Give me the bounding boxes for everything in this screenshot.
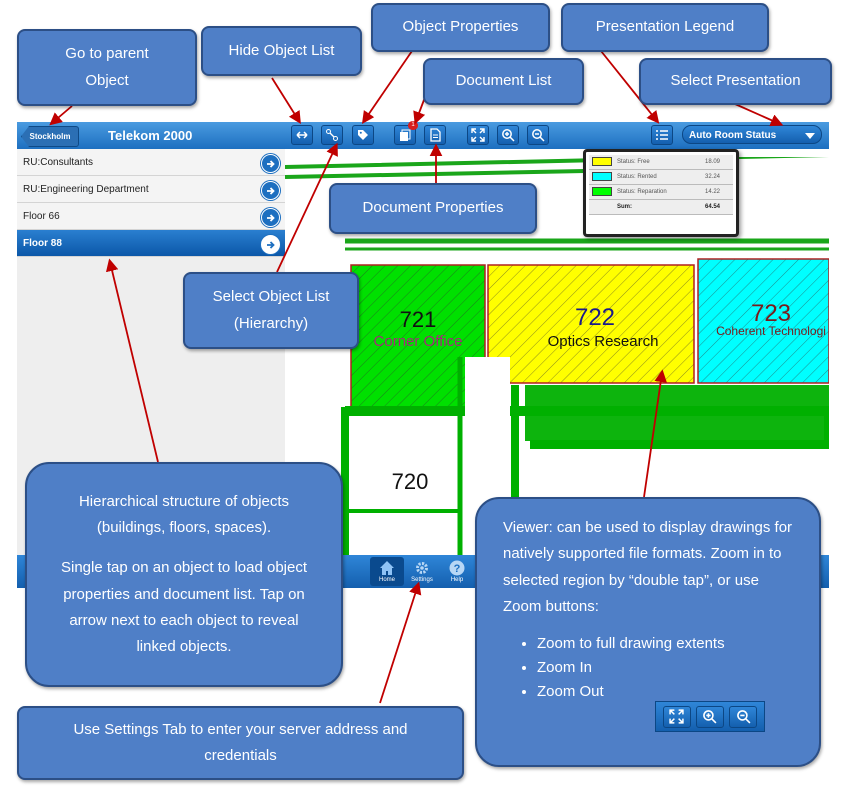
tab-label: Settings [411, 577, 433, 583]
legend-swatch [592, 172, 612, 181]
document-properties-button[interactable] [424, 125, 446, 145]
document-list-button[interactable]: 1 [394, 121, 418, 145]
callout-text: Viewer: can be used to display drawings … [503, 519, 793, 615]
legend-value: 18.09 [705, 159, 721, 165]
zoom-out-button[interactable] [729, 705, 758, 728]
zoom-out-button[interactable] [527, 125, 549, 145]
object-properties-button[interactable] [352, 125, 374, 145]
arrow-right-icon [266, 159, 275, 168]
home-icon [380, 561, 394, 575]
presentation-select[interactable]: Auto Room Status [682, 125, 822, 144]
legend-label: Sum: [617, 204, 632, 210]
object-title: Telekom 2000 [108, 128, 193, 143]
presentation-legend-button[interactable] [651, 125, 673, 145]
list-item-label: RU:Engineering Department [23, 184, 149, 195]
svg-text:?: ? [454, 563, 461, 575]
document-count-badge: 1 [408, 121, 418, 130]
legend-value: 32.24 [705, 174, 721, 180]
callout-text: Single tap on an object to load object p… [60, 559, 307, 655]
room-name: Optics Research [548, 333, 659, 350]
legend-swatch [592, 157, 612, 166]
expand-icon [669, 709, 684, 724]
callout-bullet: Zoom In [537, 656, 725, 680]
tab-label: Home [378, 577, 395, 583]
legend-sum-row: Sum: 64.54 [589, 200, 733, 215]
legend-label: Status: Rented [617, 174, 657, 180]
room-name: Coherent Technologi [716, 324, 826, 338]
callout-text: Hierarchical structure of objects (build… [78, 492, 290, 536]
room-number: 720 [392, 469, 429, 494]
room-name: Corner Office [374, 333, 463, 350]
zoom-in-icon [703, 710, 717, 724]
callout-hierarchy: Hierarchical structure of objects (build… [25, 462, 343, 687]
list-item[interactable]: RU:Consultants [17, 149, 285, 176]
callout-viewer: Viewer: can be used to display drawings … [475, 497, 821, 767]
gear-icon [416, 562, 428, 574]
list-item[interactable]: RU:Engineering Department [17, 176, 285, 203]
hierarchy-icon [326, 129, 338, 141]
hide-object-list-button[interactable] [291, 125, 313, 145]
parent-object-button[interactable]: Stockholm [21, 126, 79, 147]
presentation-legend: Status: Free 18.09 Status: Rented 32.24 … [583, 149, 739, 237]
legend-row: Status: Free 18.09 [589, 155, 733, 170]
room-number: 723 [751, 300, 791, 327]
callout-document-list: Document List [423, 58, 584, 105]
room-number: 721 [400, 307, 437, 332]
chevron-down-icon [805, 133, 815, 139]
legend-swatch [592, 187, 612, 196]
zoom-out-icon [736, 710, 751, 724]
presentation-select-value: Auto Room Status [689, 130, 777, 141]
callout-select-presentation: Select Presentation [639, 58, 832, 105]
zoom-buttons-illustration [655, 701, 765, 732]
list-item-selected[interactable]: Floor 88 [17, 230, 285, 257]
legend-value: 14.22 [705, 189, 721, 195]
callout-select-object-list: Select Object List (Hierarchy) [183, 272, 359, 349]
legend-label: Status: Reparation [617, 189, 667, 195]
list-item-label: Floor 66 [23, 211, 60, 222]
list-icon [656, 130, 668, 140]
callout-bullet: Zoom Out [537, 680, 725, 704]
list-item[interactable]: Floor 66 [17, 203, 285, 230]
tab-label: Help [450, 577, 464, 583]
expand-icon [471, 128, 485, 142]
document-icon [430, 128, 441, 142]
reveal-linked-button[interactable] [261, 235, 280, 254]
zoom-extents-button[interactable] [467, 125, 489, 145]
callout-settings: Use Settings Tab to enter your server ad… [17, 706, 464, 780]
room-number: 722 [575, 304, 615, 331]
zoom-extents-button[interactable] [662, 705, 691, 728]
legend-row: Status: Reparation 14.22 [589, 185, 733, 200]
legend-label: Status: Free [617, 159, 650, 165]
arrow-right-icon [266, 213, 275, 222]
reveal-linked-button[interactable] [261, 181, 280, 200]
callout-document-properties: Document Properties [329, 183, 537, 234]
zoom-in-button[interactable] [497, 125, 519, 145]
zoom-in-button[interactable] [695, 705, 724, 728]
reveal-linked-button[interactable] [261, 154, 280, 173]
reveal-linked-button[interactable] [261, 208, 280, 227]
list-item-label: Floor 88 [23, 238, 62, 249]
callout-parent-object: Go to parent Object [17, 29, 197, 106]
callout-hide-object-list: Hide Object List [201, 26, 362, 76]
callout-presentation-legend: Presentation Legend [561, 3, 769, 52]
zoom-in-icon [502, 129, 515, 142]
list-item-label: RU:Consultants [23, 157, 94, 168]
callout-bullet: Zoom to full drawing extents [537, 632, 725, 656]
callout-object-properties: Object Properties [371, 3, 550, 52]
arrow-right-icon [266, 240, 275, 249]
legend-row: Status: Rented 32.24 [589, 170, 733, 185]
zoom-out-icon [532, 129, 545, 142]
horizontal-resize-icon [296, 131, 308, 139]
select-object-list-button[interactable] [321, 125, 343, 145]
legend-value: 64.54 [705, 204, 721, 210]
arrow-right-icon [266, 186, 275, 195]
tab-settings[interactable]: Settings [405, 557, 439, 586]
documents-icon [400, 129, 411, 141]
tab-help[interactable]: ? Help [440, 557, 474, 586]
tab-home[interactable]: Home [370, 557, 404, 586]
help-icon: ? [449, 560, 465, 576]
tag-icon [358, 130, 368, 140]
